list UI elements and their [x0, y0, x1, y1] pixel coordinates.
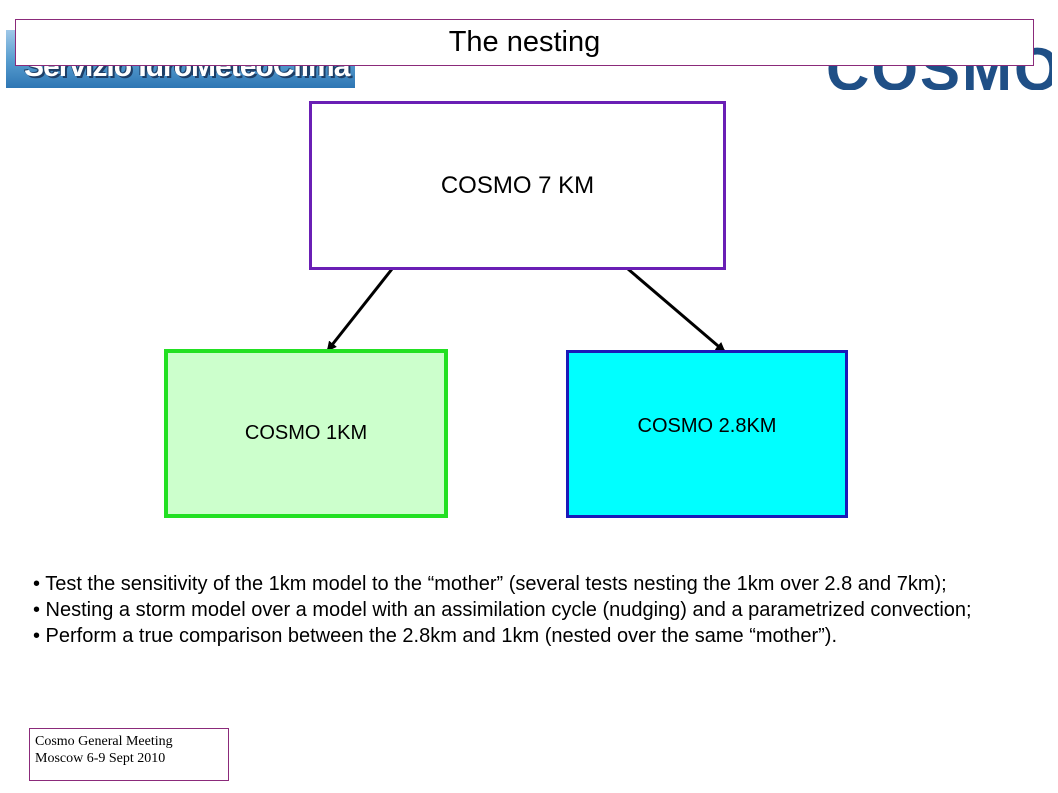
bullet-list: • Test the sensitivity of the 1km model …: [33, 571, 1033, 649]
footer-line-2: Moscow 6-9 Sept 2010: [35, 751, 166, 766]
node-cosmo-1km: COSMO 1KM: [164, 349, 448, 518]
bullet-item: • Test the sensitivity of the 1km model …: [33, 573, 947, 595]
footer-box: Cosmo General Meeting Moscow 6-9 Sept 20…: [29, 728, 229, 781]
node-cosmo-7km-label: COSMO 7 KM: [440, 171, 595, 199]
arrow-7km-to-1km: [326, 268, 394, 352]
arrow-7km-to-2-8km: [627, 267, 726, 353]
bullet-item: • Nesting a storm model over a model wit…: [33, 599, 972, 621]
node-cosmo-2-8km-label: COSMO 2.8KM: [637, 415, 777, 437]
page-title: The nesting: [448, 26, 601, 58]
node-cosmo-7km: COSMO 7 KM: [309, 101, 726, 270]
title-bar: The nesting: [15, 19, 1034, 66]
bullet-item: • Perform a true comparison between the …: [33, 625, 838, 647]
node-cosmo-2-8km: COSMO 2.8KM: [566, 350, 848, 518]
footer-line-1: Cosmo General Meeting: [35, 734, 173, 749]
node-cosmo-1km-label: COSMO 1KM: [244, 422, 368, 444]
